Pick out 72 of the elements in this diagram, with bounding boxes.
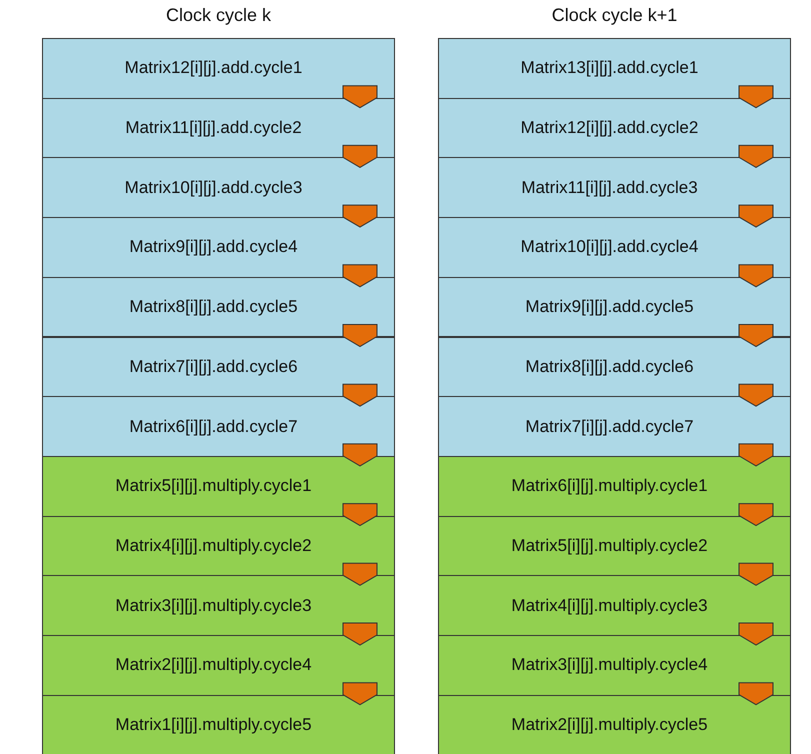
pipeline-stage-box <box>438 38 791 99</box>
pipeline-register-arrow <box>342 204 378 228</box>
stage-label: Matrix9[i][j].add.cycle5 <box>525 297 695 318</box>
pipeline-register-arrow <box>738 324 774 348</box>
stage-label: Matrix10[i][j].add.cycle3 <box>124 178 304 198</box>
pipeline-stage-box <box>438 217 791 278</box>
pipeline-register-arrow <box>342 384 378 407</box>
stage-label: Matrix7[i][j].add.cycle7 <box>525 416 695 437</box>
stage-label: Matrix10[i][j].add.cycle4 <box>520 237 700 258</box>
pipeline-register-arrow <box>342 443 378 466</box>
pipeline-register-arrow <box>738 622 774 646</box>
stage-label: Matrix1[i][j].multiply.cycle5 <box>115 715 313 736</box>
pipeline-stage-box <box>42 396 395 457</box>
stage-label: Matrix11[i][j].add.cycle3 <box>521 178 699 198</box>
pipeline-stage-box <box>42 575 395 636</box>
stage-label: Matrix12[i][j].add.cycle2 <box>520 118 700 138</box>
pipeline-register-arrow <box>342 503 378 526</box>
stage-label: Matrix6[i][j].add.cycle7 <box>129 416 299 437</box>
stage-label: Matrix9[i][j].add.cycle4 <box>129 237 299 258</box>
pipeline-stage-box <box>42 456 395 517</box>
pipeline-register-arrow <box>342 85 378 108</box>
stage-label: Matrix2[i][j].multiply.cycle5 <box>511 715 709 736</box>
stage-label: Matrix3[i][j].multiply.cycle4 <box>511 655 709 676</box>
stage-label: Matrix12[i][j].add.cycle1 <box>124 58 304 78</box>
pipeline-stage-box <box>438 98 791 158</box>
stage-label: Matrix11[i][j].add.cycle2 <box>125 118 303 138</box>
pipeline-stage-box <box>438 336 791 398</box>
stage-label: Matrix13[i][j].add.cycle1 <box>520 58 700 78</box>
pipeline-register-arrow <box>342 324 378 348</box>
pipeline-stage-box <box>42 276 395 338</box>
stage-label: Matrix6[i][j].multiply.cycle1 <box>511 476 709 496</box>
stage-label: Matrix7[i][j].add.cycle6 <box>129 356 299 377</box>
pipeline-register-arrow <box>738 85 774 108</box>
stage-label: Matrix4[i][j].multiply.cycle2 <box>115 536 313 556</box>
pipeline-stage-box <box>42 635 395 696</box>
pipeline-stage-box <box>438 276 791 338</box>
pipeline-register-arrow <box>342 682 378 706</box>
pipeline-register-arrow <box>738 144 774 168</box>
stage-label: Matrix8[i][j].add.cycle6 <box>525 356 695 377</box>
pipeline-register-arrow <box>342 264 378 288</box>
pipeline-stage-box <box>438 635 791 696</box>
pipeline-stage-box <box>42 516 395 576</box>
pipeline-register-arrow <box>342 144 378 168</box>
stage-label: Matrix5[i][j].multiply.cycle2 <box>511 536 709 556</box>
pipeline-stage-box <box>42 98 395 158</box>
pipeline-register-arrow <box>342 622 378 646</box>
pipeline-stage-box <box>42 694 395 754</box>
pipeline-register-arrow <box>738 384 774 407</box>
stage-label: Matrix2[i][j].multiply.cycle4 <box>115 655 313 676</box>
pipeline-register-arrow <box>738 443 774 466</box>
pipeline-register-arrow <box>738 562 774 586</box>
pipeline-stage-box <box>42 157 395 218</box>
stage-label: Matrix5[i][j].multiply.cycle1 <box>115 476 313 496</box>
pipeline-stage-box <box>42 336 395 398</box>
pipeline-stage-box <box>42 217 395 278</box>
stage-label: Matrix3[i][j].multiply.cycle3 <box>115 596 313 616</box>
pipeline-stage-box <box>42 38 395 99</box>
pipeline-stage-box <box>438 575 791 636</box>
pipeline-register-arrow <box>738 503 774 526</box>
pipeline-register-arrow <box>342 562 378 586</box>
pipeline-stage-box <box>438 694 791 754</box>
column-heading: Clock cycle k <box>164 5 272 26</box>
pipeline-stage-box <box>438 396 791 457</box>
pipeline-stage-box <box>438 157 791 218</box>
stage-label: Matrix4[i][j].multiply.cycle3 <box>511 596 709 616</box>
pipeline-register-arrow <box>738 682 774 706</box>
pipeline-stage-box <box>438 456 791 517</box>
pipeline-register-arrow <box>738 204 774 228</box>
pipeline-stage-box <box>438 516 791 576</box>
column-heading: Clock cycle k+1 <box>550 5 678 26</box>
stage-label: Matrix8[i][j].add.cycle5 <box>129 297 299 318</box>
pipeline-register-arrow <box>738 264 774 288</box>
